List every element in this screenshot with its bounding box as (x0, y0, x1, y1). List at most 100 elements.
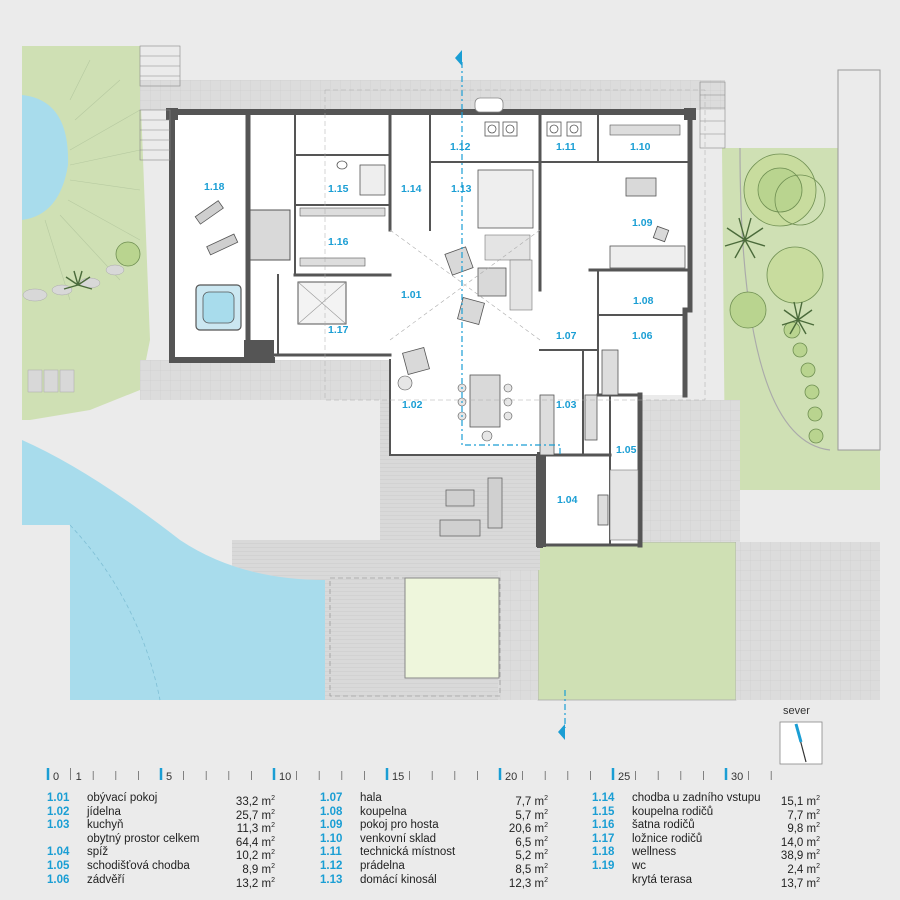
plan-label-1.02: 1.02 (402, 399, 423, 411)
legend-room-area: 12,3 m2 (508, 876, 548, 890)
legend-row: 1.06 zádvěří 13,2 m2 (47, 873, 275, 890)
legend-row: 1.05 schodišťová chodba 8,9 m2 (47, 859, 275, 876)
legend-room-area: 11,3 m2 (236, 822, 275, 836)
house-floor (172, 112, 690, 545)
legend-room-name: ložnice rodičů (632, 832, 703, 845)
plan-label-1.12: 1.12 (450, 141, 471, 153)
legend-room-name: obytný prostor celkem (87, 832, 200, 845)
legend-row: 1.09 pokoj pro hosta 20,6 m2 (320, 819, 548, 836)
legend-row: 1.15 koupelna rodičů 7,7 m2 (592, 805, 820, 822)
legend-room-area: 13,2 m2 (235, 876, 275, 890)
legend-room-name: kuchyň (87, 819, 124, 832)
legend-room-number: 1.08 (320, 805, 343, 818)
legend-room-area: 9,8 m2 (787, 822, 820, 836)
legend-room-area: 7,7 m2 (515, 795, 548, 808)
legend-room-number: 1.09 (320, 819, 343, 832)
legend-room-name: chodba u zadního vstupu (632, 792, 761, 804)
legend-room-number: 1.12 (320, 859, 343, 872)
plan-label-1.04: 1.04 (557, 494, 578, 506)
legend-room-area: 25,7 m2 (235, 808, 275, 822)
legend-row: 1.17 ložnice rodičů 14,0 m2 (592, 832, 820, 849)
legend-room-name: obývací pokoj (87, 792, 158, 804)
plan-label-1.17: 1.17 (328, 324, 349, 336)
legend-room-name: zádvěří (87, 873, 125, 886)
legend-row: 1.18 wellness 38,9 m2 (592, 846, 820, 863)
legend-room-number: 1.17 (592, 832, 615, 845)
legend-room-area: 14,0 m2 (780, 835, 820, 849)
north-label: sever (783, 705, 810, 717)
legend-row: 1.19 wc 2,4 m2 (592, 859, 820, 876)
legend-room-number: 1.06 (47, 873, 70, 886)
plan-label-1.18: 1.18 (204, 181, 225, 193)
legend-room-area: 2,4 m2 (787, 862, 820, 876)
plan-label-1.03: 1.03 (556, 399, 577, 411)
legend-room-area: 7,7 m2 (787, 808, 820, 822)
legend-room-number: 1.01 (47, 792, 70, 804)
legend-room-number: 1.02 (47, 805, 70, 818)
plan-label-1.14: 1.14 (401, 183, 422, 195)
legend-room-number: 1.15 (592, 805, 615, 818)
legend-room-area: 8,5 m2 (515, 862, 548, 876)
scale-tick-label: 15 (392, 771, 404, 783)
legend-room-name: wc (632, 859, 647, 872)
legend-room-number: 1.19 (592, 859, 615, 872)
legend-row: 1.03 kuchyň 11,3 m2 (47, 819, 275, 836)
legend-room-area: 6,5 m2 (515, 835, 548, 849)
legend-room-number: 1.03 (47, 819, 70, 832)
legend-room-name: spíž (87, 846, 109, 859)
legend-room-name: technická místnost (360, 846, 456, 859)
plan-label-1.11: 1.11 (556, 141, 576, 153)
legend-room-area: 64,4 m2 (235, 835, 275, 849)
legend-room-number: 1.05 (47, 859, 70, 872)
plan-label-1.06: 1.06 (632, 330, 653, 342)
legend-row: obytný prostor celkem 64,4 m2 (47, 832, 275, 849)
scale-tick-label: 25 (618, 771, 630, 783)
plunge-pool (404, 577, 500, 679)
pond-top (22, 95, 69, 220)
legend-room-number: 1.13 (320, 873, 343, 886)
legend-room-name: wellness (632, 846, 677, 859)
legend-room-area: 38,9 m2 (780, 849, 820, 863)
legend-room-number (592, 874, 632, 888)
legend-room-name: koupelna rodičů (632, 805, 714, 818)
plan-label-1.09: 1.09 (632, 217, 653, 229)
legend-room-name: hala (360, 792, 382, 804)
legend-room-number: 1.11 (320, 846, 342, 859)
legend-room-area: 13,7 m2 (780, 876, 820, 890)
plan-label-1.01: 1.01 (401, 289, 422, 301)
legend-room-area: 8,9 m2 (242, 862, 275, 876)
legend-room-name: domácí kinosál (360, 873, 437, 886)
plan-label-1.16: 1.16 (328, 236, 349, 248)
legend-room-area: 15,1 m2 (780, 795, 820, 808)
plan-label-1.13: 1.13 (451, 183, 472, 195)
scale-tick-label: 5 (166, 771, 172, 783)
legend-room-number: 1.18 (592, 846, 615, 859)
legend-room-name: pokoj pro hosta (360, 819, 439, 832)
scale-tick-label: 20 (505, 771, 517, 783)
legend-room-area: 10,2 m2 (235, 849, 275, 863)
plan-label-1.05: 1.05 (616, 444, 637, 456)
legend-room-name: schodišťová chodba (87, 859, 190, 872)
garden-lower (537, 541, 737, 701)
legend-room-name: krytá terasa (632, 873, 693, 886)
pool-lower (22, 440, 325, 700)
legend-room-number: 1.16 (592, 819, 615, 832)
legend-row: krytá terasa 13,7 m2 (592, 873, 820, 890)
legend-room-area: 20,6 m2 (508, 822, 548, 836)
scale-tick-label: 0 (53, 771, 59, 783)
scale-tick-label: 30 (731, 771, 743, 783)
legend-row: 1.13 domácí kinosál 12,3 m2 (320, 873, 548, 890)
plan-label-1.08: 1.08 (633, 295, 654, 307)
legend-room-name: koupelna (360, 805, 407, 818)
